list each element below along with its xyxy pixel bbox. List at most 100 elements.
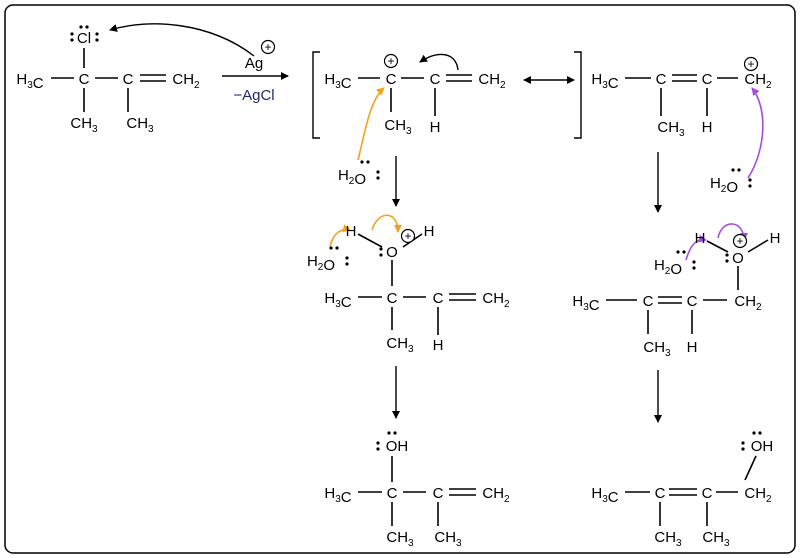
reagent-ag: Ag [245, 55, 263, 72]
group-ch2: CH2 [482, 485, 510, 505]
group-h3c: H3C [324, 485, 351, 506]
water-molecule: H2O [338, 167, 366, 188]
group-ch3: CH3 [70, 115, 98, 135]
group-ch2: CH2 [482, 290, 510, 310]
outer-frame [4, 4, 796, 554]
atom-c: C [430, 71, 441, 88]
positive-charge-symbol: + [747, 57, 754, 71]
group-ch2-cation: CH2 [744, 71, 772, 91]
water-molecule: H2O [307, 253, 335, 274]
atom-c: C [643, 293, 654, 310]
atom-c: C [702, 485, 713, 502]
positive-charge-symbol: + [264, 40, 271, 54]
group-ch2: CH2 [172, 71, 200, 91]
lone-pair-o [748, 178, 752, 188]
group-ch3: CH3 [434, 529, 462, 549]
lone-pair-o [752, 431, 762, 435]
lone-pair-o [692, 260, 696, 270]
lone-pair-o [387, 431, 397, 435]
arrow-cl-to-ag [109, 23, 255, 57]
atom-c: C [387, 485, 398, 502]
atom-h: H [433, 337, 444, 354]
group-ch2: CH2 [478, 71, 506, 91]
lone-pair-o [376, 441, 380, 451]
starting-alkyl-chloride [51, 48, 166, 112]
group-ch3: CH3 [126, 115, 154, 135]
group-ch3: CH3 [384, 117, 412, 137]
positive-charge-symbol: + [404, 229, 411, 243]
group-oh: OH [386, 438, 409, 455]
arrow-pi-bond-shift [419, 53, 459, 71]
lone-pair-cl-left [70, 32, 74, 42]
atom-c: C [79, 71, 90, 88]
atom-h: H [430, 119, 441, 136]
atom-h: H [770, 230, 781, 247]
atom-c: C [655, 485, 666, 502]
bracket-right [574, 51, 582, 139]
group-ch3: CH3 [657, 119, 685, 139]
lone-pair-cl-right [95, 32, 99, 42]
group-ch2: CH2 [744, 485, 772, 505]
atom-h: H [424, 223, 435, 240]
atom-o-oxonium: O [732, 250, 744, 267]
group-ch3: CH3 [643, 339, 671, 359]
arrow-oh-bond-left [371, 214, 402, 233]
group-h3c: H3C [591, 71, 618, 92]
oxonium-left [357, 233, 476, 335]
arrow-water-attack-tertiary [357, 87, 385, 161]
atom-c: C [123, 71, 134, 88]
cation-resonance-left [358, 74, 472, 116]
arrow-water-attack-primary [747, 87, 764, 179]
atom-h: H [346, 223, 357, 240]
group-ch3: CH3 [386, 335, 414, 355]
group-h3c: H3C [324, 71, 351, 92]
lone-pair-o [329, 246, 339, 250]
lone-pair-o [379, 247, 383, 257]
lone-pair-o [676, 250, 686, 254]
group-h3c: H3C [591, 485, 618, 506]
positive-charge-symbol: + [736, 234, 743, 248]
lone-pair-o [731, 168, 741, 172]
cation-charge-icon-primary: + [743, 56, 759, 72]
atom-h: H [687, 339, 698, 356]
water-molecule: H2O [710, 175, 738, 196]
atom-c: C [702, 71, 713, 88]
group-h3c: H3C [572, 293, 599, 314]
product-primary-alcohol [625, 455, 757, 526]
oxonium-right [606, 239, 769, 334]
arrow-deprotonation-left [329, 224, 351, 247]
lone-pair-o [725, 253, 729, 263]
group-ch2: CH2 [734, 293, 762, 313]
group-ch3: CH3 [702, 529, 730, 549]
positive-charge-symbol: + [387, 54, 394, 68]
group-ch3: CH3 [386, 529, 414, 549]
atom-c: C [433, 290, 444, 307]
group-h3c: H3C [16, 71, 43, 92]
oxonium-charge-icon: + [400, 228, 416, 244]
ag-positive-charge-icon: + [260, 39, 276, 55]
atom-cl: Cl [77, 30, 91, 47]
lone-pair-o [345, 256, 349, 266]
atom-h: H [702, 119, 713, 136]
atom-c: C [433, 485, 444, 502]
cation-resonance-right [625, 74, 738, 116]
bracket-left [312, 51, 320, 139]
lone-pair-o [376, 170, 380, 180]
atom-o-oxonium: O [386, 244, 398, 261]
water-molecule: H2O [654, 257, 682, 278]
lone-pair-cl-top [79, 25, 89, 29]
reagent-minus-agcl: −AgCl [233, 87, 274, 104]
oxonium-charge-icon: + [732, 233, 748, 249]
atom-h: H [695, 230, 706, 247]
atom-c-cation: C [386, 71, 397, 88]
lone-pair-o [360, 160, 370, 164]
atom-c: C [656, 71, 667, 88]
atom-c: C [687, 293, 698, 310]
product-tertiary-alcohol [358, 456, 476, 526]
group-oh: OH [751, 438, 774, 455]
atom-c: C [387, 290, 398, 307]
group-ch3: CH3 [654, 529, 682, 549]
lone-pair-o [741, 441, 745, 451]
